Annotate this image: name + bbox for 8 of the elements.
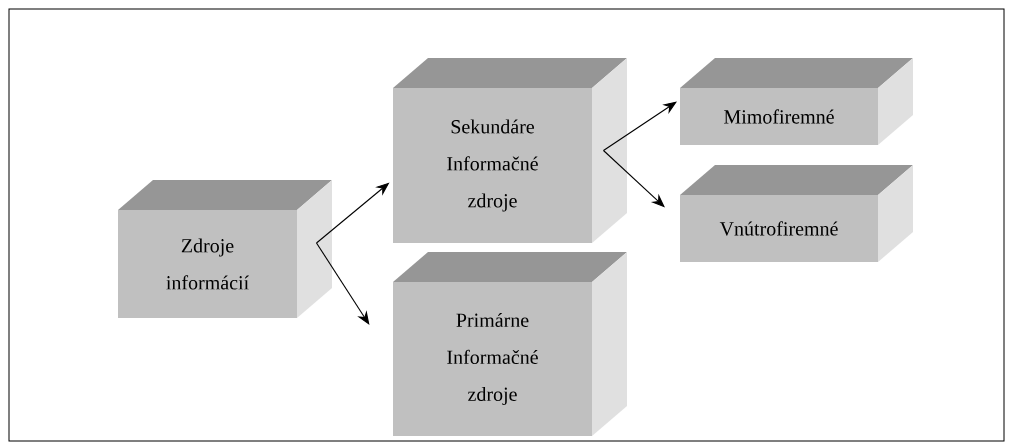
cube-box: Sekundáre Informačné zdroje (393, 58, 627, 243)
arrow (315, 242, 370, 325)
cube-box: Vnútrofiremné (680, 165, 913, 262)
cube-box: Mimofiremné (680, 58, 913, 145)
arrow (602, 101, 677, 152)
cube-box: Zdroje informácií (118, 180, 332, 318)
arrow (602, 149, 665, 208)
cube-box: Primárne Informačné zdroje (393, 252, 627, 436)
